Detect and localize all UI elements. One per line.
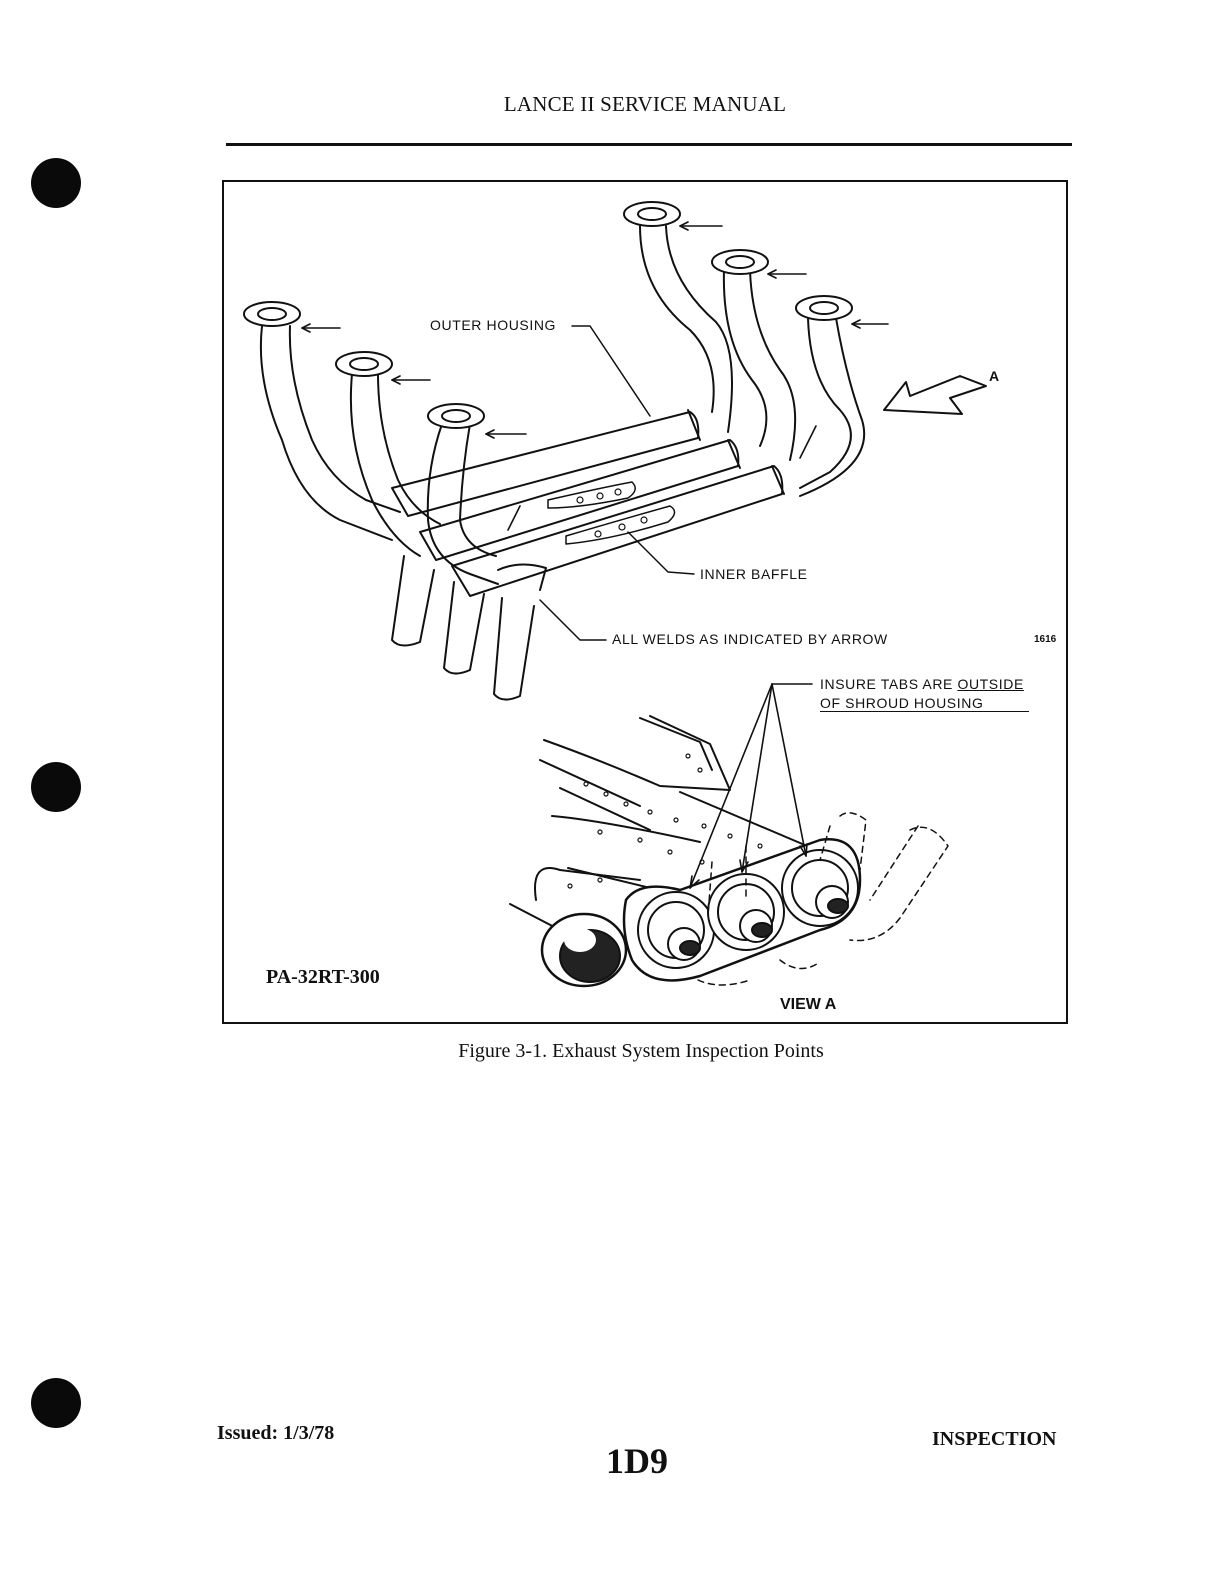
figure-caption: Figure 3-1. Exhaust System Inspection Po…: [0, 1040, 1224, 1063]
label-insure-tabs-prefix: INSURE TABS ARE: [820, 676, 957, 692]
label-inner-baffle: INNER BAFFLE: [700, 566, 808, 582]
view-a-label: VIEW A: [780, 996, 836, 1014]
footer-issued-date: Issued: 1/3/78: [217, 1422, 334, 1445]
view-a-detail: [510, 684, 948, 986]
label-outer-housing: OUTER HOUSING: [430, 317, 556, 333]
right-exhaust-risers: [624, 202, 864, 496]
label-insure-tabs: INSURE TABS ARE OUTSIDE: [820, 676, 1024, 692]
label-view-arrow-a: A: [989, 368, 1000, 384]
footer-section: INSPECTION: [932, 1428, 1056, 1451]
label-shroud-housing: OF SHROUD HOUSING: [820, 695, 1029, 712]
figure-number: 1616: [1034, 634, 1056, 645]
view-a-arrow: [884, 376, 986, 414]
label-insure-tabs-emphasis: OUTSIDE: [957, 676, 1023, 692]
label-all-welds: ALL WELDS AS INDICATED BY ARROW: [612, 631, 888, 647]
footer-page-number: 1D9: [606, 1440, 668, 1482]
model-label: PA-32RT-300: [266, 966, 380, 989]
